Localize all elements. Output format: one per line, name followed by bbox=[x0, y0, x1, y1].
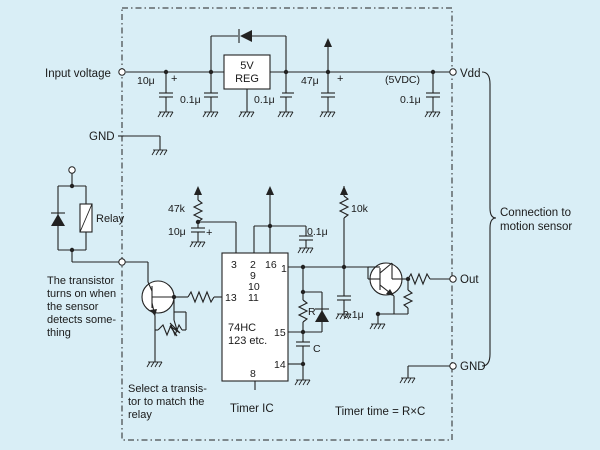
pin-15-label: 15 bbox=[274, 327, 286, 339]
transistor-note-line: the sensor bbox=[47, 301, 99, 313]
c-pin16-label: 0.1μ bbox=[307, 226, 328, 238]
pin-1-label: 1 bbox=[281, 263, 287, 275]
gnd-terminal bbox=[449, 362, 457, 370]
pin-10-label: 10 bbox=[248, 281, 260, 293]
c4-label: 47μ bbox=[301, 75, 319, 87]
c10u-label: 10μ bbox=[168, 226, 186, 238]
input-voltage-terminal bbox=[118, 68, 126, 76]
output-transistor-section bbox=[367, 262, 457, 330]
ground-icon bbox=[294, 379, 311, 386]
relay-terminal-bottom bbox=[118, 258, 126, 266]
c-label: C bbox=[313, 343, 321, 355]
regulator-type-label: REG bbox=[235, 73, 259, 85]
input-voltage-label: Input voltage bbox=[45, 68, 111, 80]
vdd-label: Vdd bbox=[460, 68, 480, 80]
transistor-note-line: The transistor bbox=[47, 275, 115, 287]
r-label: R bbox=[308, 306, 316, 318]
resistor-47k bbox=[192, 199, 204, 223]
select-note-line: relay bbox=[128, 409, 152, 421]
pin-2-label: 2 bbox=[250, 259, 256, 271]
pin-11-label: 11 bbox=[248, 292, 259, 304]
ground-icon bbox=[297, 247, 314, 254]
supply-arrow-icon bbox=[194, 186, 202, 195]
supply-arrow-icon bbox=[324, 38, 332, 47]
relay-label: Relay bbox=[96, 213, 125, 225]
ic-part-label: 74HC bbox=[228, 322, 256, 334]
pin-14-label: 14 bbox=[274, 359, 286, 371]
out-terminal bbox=[449, 275, 457, 283]
ic-part-label: 123 etc. bbox=[228, 335, 267, 347]
base-resistor bbox=[187, 290, 215, 304]
ground-icon bbox=[424, 111, 441, 118]
polarity-mark: + bbox=[171, 73, 177, 85]
pin-16-label: 16 bbox=[265, 259, 277, 271]
gnd-label: GND bbox=[89, 131, 115, 143]
ground-icon bbox=[319, 111, 336, 118]
out-label: Out bbox=[460, 274, 479, 286]
relay-terminal-top bbox=[68, 166, 76, 174]
gnd-bus bbox=[118, 135, 168, 156]
ground-icon bbox=[189, 241, 206, 248]
c-out-label: 0.1μ bbox=[343, 309, 364, 321]
c3-label: 0.1μ bbox=[254, 94, 275, 106]
vdc-label: (5VDC) bbox=[385, 74, 420, 86]
ground-icon bbox=[146, 361, 163, 368]
vdd-terminal bbox=[449, 68, 457, 76]
pin-9-label: 9 bbox=[250, 270, 256, 282]
pin-3-label: 3 bbox=[231, 259, 237, 271]
relay-section bbox=[51, 166, 149, 282]
ground-icon bbox=[277, 111, 294, 118]
select-note-line: Select a transis- bbox=[128, 383, 207, 395]
pin-8-label: 8 bbox=[250, 368, 256, 380]
c2-label: 0.1μ bbox=[180, 94, 201, 106]
pin-13-label: 13 bbox=[225, 292, 237, 304]
timing-diode-icon bbox=[315, 310, 329, 322]
regulator-5v bbox=[223, 54, 271, 90]
ground-icon bbox=[399, 377, 416, 384]
select-note-line: tor to match the bbox=[128, 396, 204, 408]
ground-icon bbox=[151, 149, 168, 156]
transistor-note-line: turns on when bbox=[47, 288, 116, 300]
r47k-label: 47k bbox=[168, 203, 186, 215]
timer-ic-label: Timer IC bbox=[230, 403, 274, 415]
power-supply-section bbox=[118, 29, 457, 118]
transistor-note-line: thing bbox=[47, 327, 71, 339]
connection-label: motion sensor bbox=[500, 221, 572, 233]
c-input-label: 10μ bbox=[137, 75, 155, 87]
driver-transistor bbox=[141, 280, 222, 368]
supply-arrow-icon bbox=[340, 186, 348, 195]
transistor-note-line: detects some- bbox=[47, 314, 116, 326]
timer-ic-section bbox=[189, 186, 368, 390]
timer-ic bbox=[221, 252, 289, 382]
ground-icon bbox=[369, 323, 386, 330]
c5-label: 0.1μ bbox=[400, 94, 421, 106]
ground-icon bbox=[202, 111, 219, 118]
connection-label: Connection to bbox=[500, 207, 571, 219]
timer-time-label: Timer time = R×C bbox=[335, 406, 425, 418]
gnd-output bbox=[399, 362, 457, 384]
supply-arrow-icon bbox=[266, 186, 274, 195]
ground-icon bbox=[238, 111, 255, 118]
regulator-label: 5V bbox=[240, 60, 254, 72]
ground-icon bbox=[157, 111, 174, 118]
gnd-out-label: GND bbox=[460, 361, 486, 373]
timing-resistor bbox=[297, 299, 309, 323]
connection-brace bbox=[481, 71, 497, 367]
diode-icon bbox=[240, 30, 252, 42]
module-outline bbox=[121, 7, 453, 441]
r10k-label: 10k bbox=[351, 203, 369, 215]
polarity-mark: + bbox=[337, 73, 343, 85]
flyback-diode-icon bbox=[51, 214, 65, 226]
output-resistor bbox=[407, 272, 431, 286]
polarity-mark: + bbox=[206, 227, 212, 239]
resistor-10k bbox=[338, 195, 350, 219]
